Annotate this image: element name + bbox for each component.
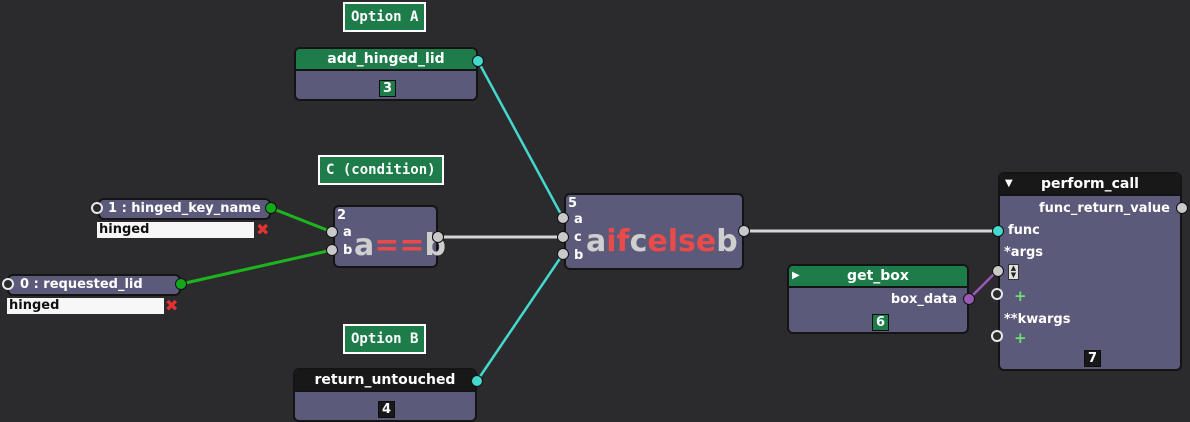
perform-call-args-stepper[interactable]: ▲ ▼ — [1008, 264, 1019, 280]
return-untouched-title[interactable]: return_untouched — [295, 370, 475, 392]
perform-call-id: 7 — [1084, 350, 1102, 367]
wire-option-a-to-a[interactable] — [476, 60, 565, 219]
compare-expr-a: a — [354, 228, 375, 263]
perform-call-args-label: *args — [1004, 245, 1044, 260]
compare-expr-op: == — [374, 228, 425, 263]
perform-call-title[interactable]: perform_call — [1000, 174, 1180, 196]
ternary-input-b-label: b — [574, 248, 584, 263]
stepper-down-icon[interactable]: ▼ — [1010, 271, 1017, 279]
ternary-expr-a: a — [586, 224, 607, 259]
compare-input-b-label: b — [343, 243, 353, 258]
hinged-key-name-title: 1 : hinged_key_name — [108, 201, 261, 216]
perform-call-kwargs-add-socket[interactable] — [991, 330, 1003, 342]
ternary-expr-b: b — [716, 224, 738, 259]
ternary-expr-if: if — [606, 224, 630, 259]
hinged-key-name-node[interactable]: 1 : hinged_key_name — [98, 198, 271, 220]
add-hinged-lid-id: 3 — [379, 80, 397, 97]
ternary-input-a-label: a — [574, 212, 583, 227]
ternary-node[interactable]: 5 a c b aifcelseb — [564, 193, 744, 270]
stepper-up-icon[interactable]: ▲ — [1010, 264, 1017, 272]
get-box-id: 6 — [872, 314, 890, 331]
wire-hinged-key-to-a[interactable] — [270, 206, 333, 234]
requested-lid-input-socket[interactable] — [2, 278, 14, 290]
add-hinged-lid-node[interactable]: add_hinged_lid 3 — [294, 47, 478, 101]
compare-input-b-socket[interactable] — [326, 244, 338, 256]
return-untouched-id: 4 — [378, 401, 396, 418]
perform-call-add-kwarg-icon[interactable]: + — [1014, 329, 1027, 347]
ternary-input-c-label: c — [574, 230, 582, 245]
perform-call-func-label: func — [1008, 223, 1040, 238]
return-untouched-output-socket[interactable] — [471, 375, 483, 387]
perform-call-collapse-icon[interactable]: ▼ — [1005, 178, 1013, 189]
get-box-node[interactable]: get_box ▶ box_data 6 — [787, 264, 969, 334]
wire-requested-lid-to-b[interactable] — [180, 248, 333, 286]
get-box-expand-icon[interactable]: ▶ — [792, 270, 800, 281]
perform-call-func-socket[interactable] — [992, 225, 1004, 237]
ternary-input-c-socket[interactable] — [557, 231, 569, 243]
add-hinged-lid-title[interactable]: add_hinged_lid — [296, 49, 476, 71]
get-box-output-label: box_data — [890, 292, 957, 307]
ternary-id: 5 — [568, 196, 578, 211]
add-hinged-lid-output-socket[interactable] — [472, 55, 484, 67]
requested-lid-remove-icon[interactable]: ✖ — [165, 296, 179, 315]
option-b-label[interactable]: Option B — [343, 324, 427, 354]
perform-call-args-socket[interactable] — [992, 265, 1004, 277]
perform-call-add-arg-icon[interactable]: + — [1014, 287, 1027, 305]
get-box-title[interactable]: get_box — [789, 266, 967, 288]
perform-call-output-label: func_return_value — [1038, 201, 1170, 216]
ternary-expression: aifcelseb — [586, 225, 738, 259]
get-box-output-socket[interactable] — [963, 293, 975, 305]
compare-input-a-socket[interactable] — [326, 226, 338, 238]
wire-option-b-to-b[interactable] — [475, 253, 565, 382]
compare-node[interactable]: 2 a b a==b — [333, 205, 446, 268]
compare-output-socket[interactable] — [432, 231, 444, 243]
requested-lid-output-socket[interactable] — [175, 278, 187, 290]
hinged-key-name-input-socket[interactable] — [91, 202, 103, 214]
perform-call-output-socket[interactable] — [1176, 202, 1188, 214]
requested-lid-node[interactable]: 0 : requested_lid — [7, 274, 181, 296]
condition-label[interactable]: C (condition) — [318, 155, 444, 185]
hinged-key-name-remove-icon[interactable]: ✖ — [256, 220, 270, 239]
compare-input-a-label: a — [343, 225, 352, 240]
ternary-input-b-socket[interactable] — [557, 248, 569, 260]
compare-id: 2 — [337, 208, 347, 223]
option-a-label[interactable]: Option A — [343, 2, 427, 32]
ternary-input-a-socket[interactable] — [557, 212, 569, 224]
ternary-expr-else: else — [647, 224, 717, 259]
ternary-output-socket[interactable] — [738, 225, 750, 237]
requested-lid-field[interactable]: hinged — [7, 298, 164, 314]
perform-call-args-add-socket[interactable] — [991, 288, 1003, 300]
hinged-key-name-field[interactable]: hinged — [97, 222, 254, 238]
perform-call-kwargs-label: **kwargs — [1004, 312, 1071, 327]
ternary-expr-c: c — [629, 224, 648, 259]
perform-call-node[interactable]: perform_call ▼ func_return_value func *a… — [998, 172, 1182, 371]
requested-lid-title: 0 : requested_lid — [20, 277, 143, 292]
hinged-key-name-output-socket[interactable] — [265, 202, 277, 214]
return-untouched-node[interactable]: return_untouched 4 — [293, 368, 477, 422]
